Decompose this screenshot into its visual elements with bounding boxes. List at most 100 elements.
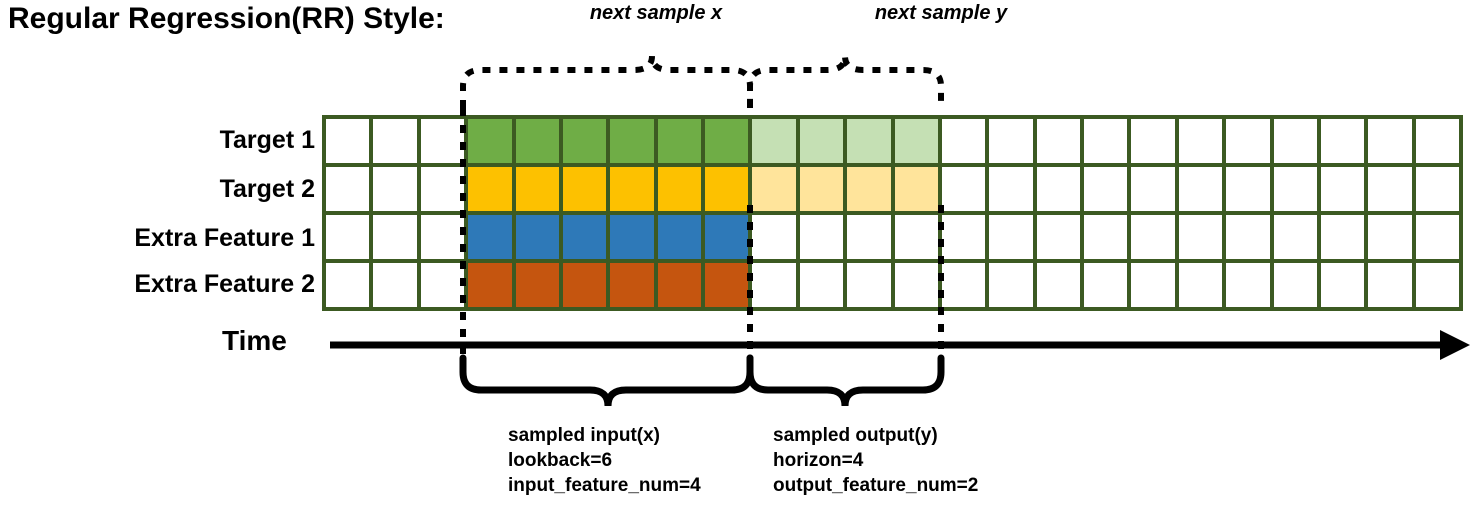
grid-cell-extra-feature-1-24-blank [1415, 215, 1459, 259]
grid-cell-extra-feature-1-4-input [468, 215, 512, 259]
grid-cell-target-2-18-blank [1131, 167, 1175, 211]
grid-cell-target-2-16-blank [1036, 167, 1080, 211]
grid-cell-target-1-23-blank [1368, 119, 1412, 163]
grid-cell-extra-feature-2-11-blank [799, 263, 844, 307]
caption-sampled-input: sampled input(x) lookback=6 input_featur… [508, 423, 701, 498]
grid-cell-target-2-22-blank [1320, 167, 1365, 211]
grid-cell-extra-feature-2-3-blank [420, 263, 465, 307]
grid-cell-target-2-15-blank [989, 167, 1033, 211]
grid-cell-target-2-10-output [752, 167, 796, 211]
grid-cell-extra-feature-1-6-input [562, 215, 607, 259]
row-label-target-2: Target 2 [219, 175, 315, 203]
grid-cell-extra-feature-1-1-blank [326, 215, 370, 259]
grid-cell-target-1-13-output [894, 119, 938, 163]
grid-cell-target-2-5-input [515, 167, 559, 211]
caption-sampled-output: sampled output(y) horizon=4 output_featu… [773, 423, 978, 498]
grid-cell-target-1-10-output [752, 119, 796, 163]
page-title: Regular Regression(RR) Style: [8, 2, 445, 35]
grid-cell-target-1-16-blank [1036, 119, 1080, 163]
grid-cell-target-2-11-output [799, 167, 844, 211]
grid-cell-extra-feature-1-2-blank [373, 215, 417, 259]
grid-cell-target-2-19-blank [1178, 167, 1223, 211]
grid-cell-target-2-2-blank [373, 167, 417, 211]
grid-cell-target-1-8-input [657, 119, 701, 163]
grid-cell-target-1-17-blank [1084, 119, 1128, 163]
grid-cell-extra-feature-1-16-blank [1036, 215, 1080, 259]
grid-cell-extra-feature-2-18-blank [1131, 263, 1175, 307]
caption-input-line2: lookback=6 [508, 450, 613, 471]
time-axis-label: Time [222, 325, 287, 356]
row-label-target-1: Target 1 [219, 126, 315, 154]
grid-cell-extra-feature-2-1-blank [326, 263, 370, 307]
grid-cell-target-1-11-output [799, 119, 844, 163]
grid-cell-extra-feature-2-20-blank [1226, 263, 1270, 307]
grid-cell-extra-feature-2-16-blank [1036, 263, 1080, 307]
grid-cell-target-2-17-blank [1084, 167, 1128, 211]
grid-cell-extra-feature-2-15-blank [989, 263, 1033, 307]
row-label-extra-feature-1: Extra Feature 1 [134, 224, 315, 252]
grid-cell-target-2-9-input [705, 167, 749, 211]
brace-next-sample-x [460, 55, 753, 108]
grid-cell-target-1-9-input [705, 119, 749, 163]
grid-cell-extra-feature-2-22-blank [1320, 263, 1365, 307]
caption-output-line3: output_feature_num=2 [773, 475, 979, 496]
annotation-next-sample-x: next sample x [589, 2, 723, 24]
grid-cell-extra-feature-1-23-blank [1368, 215, 1412, 259]
grid-cell-extra-feature-1-18-blank [1131, 215, 1175, 259]
grid-cell-target-2-24-blank [1415, 167, 1459, 211]
grid-cell-extra-feature-1-14-blank [941, 215, 986, 259]
row-label-extra-feature-2: Extra Feature 2 [134, 270, 315, 298]
grid-cell-target-1-21-blank [1273, 119, 1317, 163]
grid-cell-extra-feature-2-19-blank [1178, 263, 1223, 307]
grid-cell-extra-feature-2-17-blank [1084, 263, 1128, 307]
grid-cell-extra-feature-2-21-blank [1273, 263, 1317, 307]
grid-cell-extra-feature-1-11-blank [799, 215, 844, 259]
grid-cell-extra-feature-2-23-blank [1368, 263, 1412, 307]
brace-sampled-input [459, 354, 754, 407]
grid-cell-extra-feature-1-9-input [705, 215, 749, 259]
grid-cell-target-1-4-input [468, 119, 512, 163]
grid-cell-target-1-3-blank [420, 119, 465, 163]
grid-cell-extra-feature-2-7-input [610, 263, 654, 307]
grid-cell-target-2-23-blank [1368, 167, 1412, 211]
grid-cell-target-1-14-blank [941, 119, 986, 163]
grid-cell-extra-feature-2-6-input [562, 263, 607, 307]
grid-cell-target-1-12-output [847, 119, 891, 163]
grid-cell-target-1-7-input [610, 119, 654, 163]
grid-cell-target-1-18-blank [1131, 119, 1175, 163]
grid-cell-target-2-12-output [847, 167, 891, 211]
grid-cell-extra-feature-1-20-blank [1226, 215, 1270, 259]
time-axis-arrow [330, 330, 1470, 360]
annotation-next-sample-y: next sample y [874, 2, 1008, 24]
grid-cell-extra-feature-1-13-blank [894, 215, 938, 259]
brace-next-sample-y [747, 55, 944, 108]
grid-cell-extra-feature-1-12-blank [847, 215, 891, 259]
grid-cell-target-1-1-blank [326, 119, 370, 163]
grid-cell-target-1-22-blank [1320, 119, 1365, 163]
grid-cell-extra-feature-2-8-input [657, 263, 701, 307]
grid-cell-extra-feature-2-12-blank [847, 263, 891, 307]
grid-cell-extra-feature-1-7-input [610, 215, 654, 259]
grid-cell-target-1-15-blank [989, 119, 1033, 163]
grid-cell-target-2-13-output [894, 167, 938, 211]
grid-cell-target-2-20-blank [1226, 167, 1270, 211]
grid-cell-extra-feature-2-14-blank [941, 263, 986, 307]
grid-cell-target-2-6-input [562, 167, 607, 211]
grid-cell-extra-feature-2-9-input [705, 263, 749, 307]
caption-output-line1: sampled output(y) [773, 425, 938, 446]
grid-cell-extra-feature-1-15-blank [989, 215, 1033, 259]
grid-cell-extra-feature-1-17-blank [1084, 215, 1128, 259]
grid-cell-extra-feature-2-2-blank [373, 263, 417, 307]
grid-cell-target-1-20-blank [1226, 119, 1270, 163]
grid-cell-target-2-3-blank [420, 167, 465, 211]
grid-cell-target-2-7-input [610, 167, 654, 211]
grid-cell-extra-feature-2-5-input [515, 263, 559, 307]
grid-cell-extra-feature-1-22-blank [1320, 215, 1365, 259]
grid-cell-extra-feature-1-10-blank [752, 215, 796, 259]
grid-cell-extra-feature-2-4-input [468, 263, 512, 307]
grid-cell-target-1-2-blank [373, 119, 417, 163]
grid-cell-target-2-4-input [468, 167, 512, 211]
grid-cell-target-1-19-blank [1178, 119, 1223, 163]
grid-cell-extra-feature-2-24-blank [1415, 263, 1459, 307]
